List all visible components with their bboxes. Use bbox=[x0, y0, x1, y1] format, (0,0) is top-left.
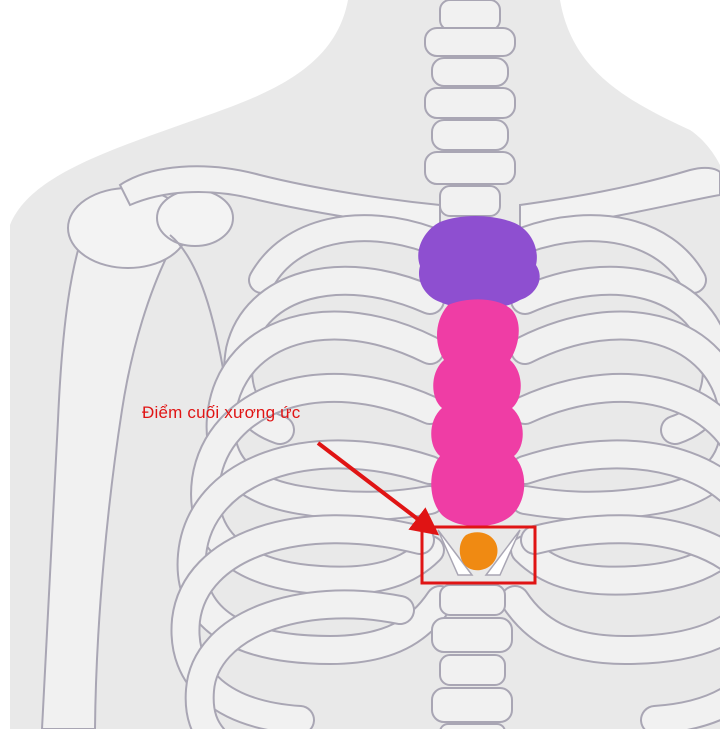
annotation-label: Điểm cuối xương ức bbox=[142, 404, 300, 421]
manubrium bbox=[418, 216, 539, 309]
sternum-body bbox=[431, 299, 524, 526]
